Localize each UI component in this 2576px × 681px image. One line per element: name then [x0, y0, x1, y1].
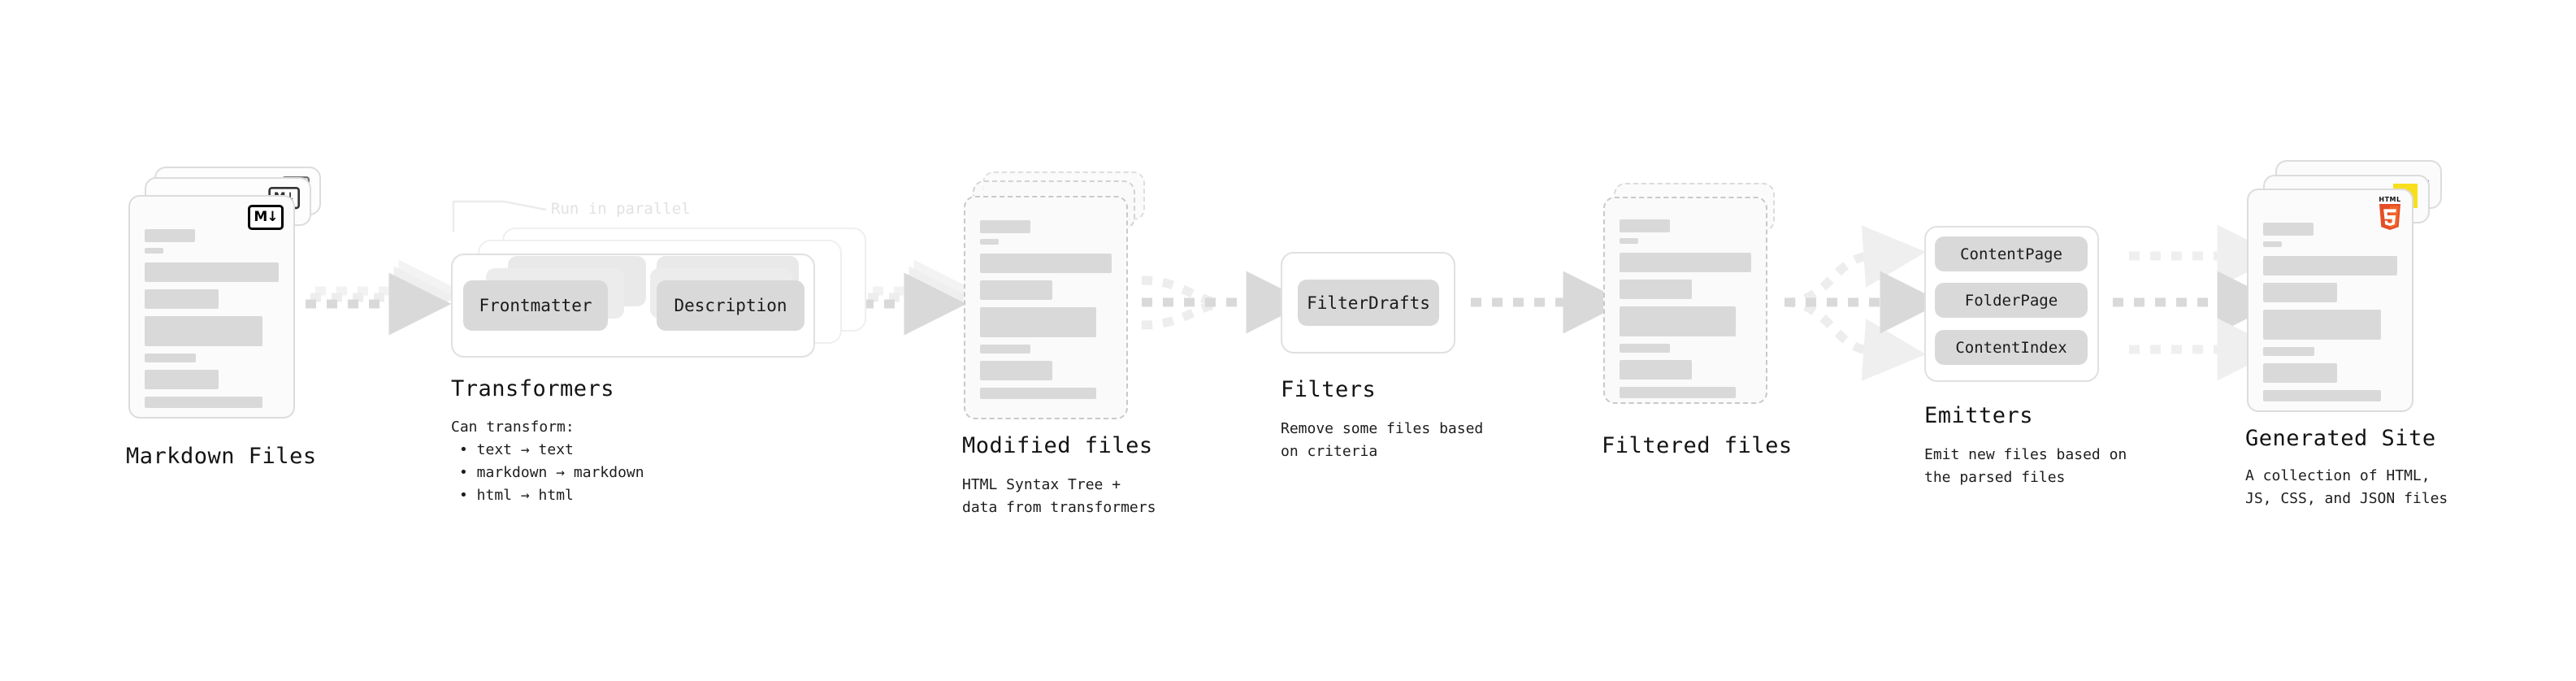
- content-bar: [980, 239, 999, 245]
- content-bar: [1620, 344, 1670, 353]
- content-bar: [1620, 219, 1670, 232]
- content-bar: [1620, 360, 1693, 380]
- transformers-bullet-0: • text → text: [459, 441, 574, 458]
- html5-badge: HTML: [2378, 197, 2402, 235]
- arrow-modified-to-filters: [1141, 271, 1309, 334]
- content-bar: [1620, 238, 1638, 244]
- content-bar: [2263, 347, 2314, 356]
- content-bar: [980, 220, 1030, 233]
- modified-files-title: Modified files: [962, 433, 1153, 458]
- content-bar: [980, 388, 1096, 399]
- content-bar: [145, 316, 263, 346]
- arrow-markdown-to-transformers: [306, 259, 462, 336]
- generated-file-content: [2263, 223, 2397, 407]
- content-bar: [2263, 223, 2314, 236]
- content-bar: [145, 370, 219, 389]
- transformers-title: Transformers: [451, 376, 615, 401]
- arrow-filtered-to-emitters: [1784, 225, 1943, 381]
- content-bar: [980, 254, 1112, 273]
- markdown-file-front: M↓: [128, 195, 295, 419]
- content-bar: [145, 289, 219, 309]
- content-bar: [2263, 310, 2382, 340]
- content-bar: [1620, 280, 1693, 299]
- generated-site-title: Generated Site: [2245, 426, 2436, 451]
- content-bar: [980, 345, 1030, 354]
- transformers-bullet-2: • html → html: [459, 486, 574, 504]
- emitters-title: Emitters: [1924, 403, 2034, 428]
- markdown-files-title: Markdown Files: [126, 444, 317, 469]
- filters-title: Filters: [1281, 377, 1377, 402]
- modified-file-front: [964, 196, 1128, 419]
- html5-shield-icon: [2379, 204, 2400, 230]
- markdown-file-content: [145, 229, 279, 414]
- content-bar: [2263, 256, 2397, 275]
- content-bar: [145, 248, 163, 254]
- transformers-subtitle: Can transform:: [451, 419, 575, 436]
- content-bar: [2263, 241, 2282, 247]
- run-in-parallel-note: Run in parallel: [551, 200, 691, 218]
- frontmatter-chip[interactable]: Frontmatter: [463, 280, 608, 331]
- modified-files-subtitle: HTML Syntax Tree + data from transformer…: [962, 476, 1156, 516]
- content-bar: [2263, 363, 2337, 383]
- content-bar: [980, 307, 1096, 337]
- content-bar: [1620, 253, 1751, 272]
- filtered-files-title: Filtered files: [1602, 433, 1793, 458]
- transformers-bullets: • text → text • markdown → markdown • ht…: [459, 439, 644, 507]
- markdown-badge: M↓: [248, 205, 284, 230]
- content-bar: [1620, 387, 1736, 398]
- filtered-file-front: [1603, 197, 1767, 404]
- generated-file-html: HTML: [2247, 189, 2413, 412]
- content-bar: [2263, 390, 2382, 401]
- filters-subtitle: Remove some files based on criteria: [1281, 420, 1484, 460]
- folderpage-chip[interactable]: FolderPage: [1935, 283, 2088, 318]
- contentpage-chip[interactable]: ContentPage: [1935, 236, 2088, 271]
- content-bar: [1620, 306, 1736, 336]
- content-bar: [980, 280, 1053, 300]
- contentindex-chip[interactable]: ContentIndex: [1935, 330, 2088, 365]
- filtered-file-content: [1620, 219, 1751, 404]
- arrow-emitters-to-site: [2113, 224, 2280, 381]
- content-bar: [145, 354, 196, 362]
- filterdrafts-chip[interactable]: FilterDrafts: [1298, 280, 1439, 326]
- content-bar: [2263, 283, 2337, 302]
- content-bar: [980, 361, 1053, 380]
- generated-site-subtitle: A collection of HTML, JS, CSS, and JSON …: [2245, 467, 2448, 507]
- content-bar: [145, 229, 195, 242]
- modified-file-content: [980, 220, 1112, 405]
- transformers-bullet-1: • markdown → markdown: [459, 463, 644, 481]
- description-chip[interactable]: Description: [657, 280, 804, 331]
- content-bar: [145, 397, 263, 408]
- html5-badge-wordmark: HTML: [2379, 196, 2401, 203]
- emitters-subtitle: Emit new files based on the parsed files: [1924, 446, 2127, 486]
- content-bar: [145, 262, 279, 282]
